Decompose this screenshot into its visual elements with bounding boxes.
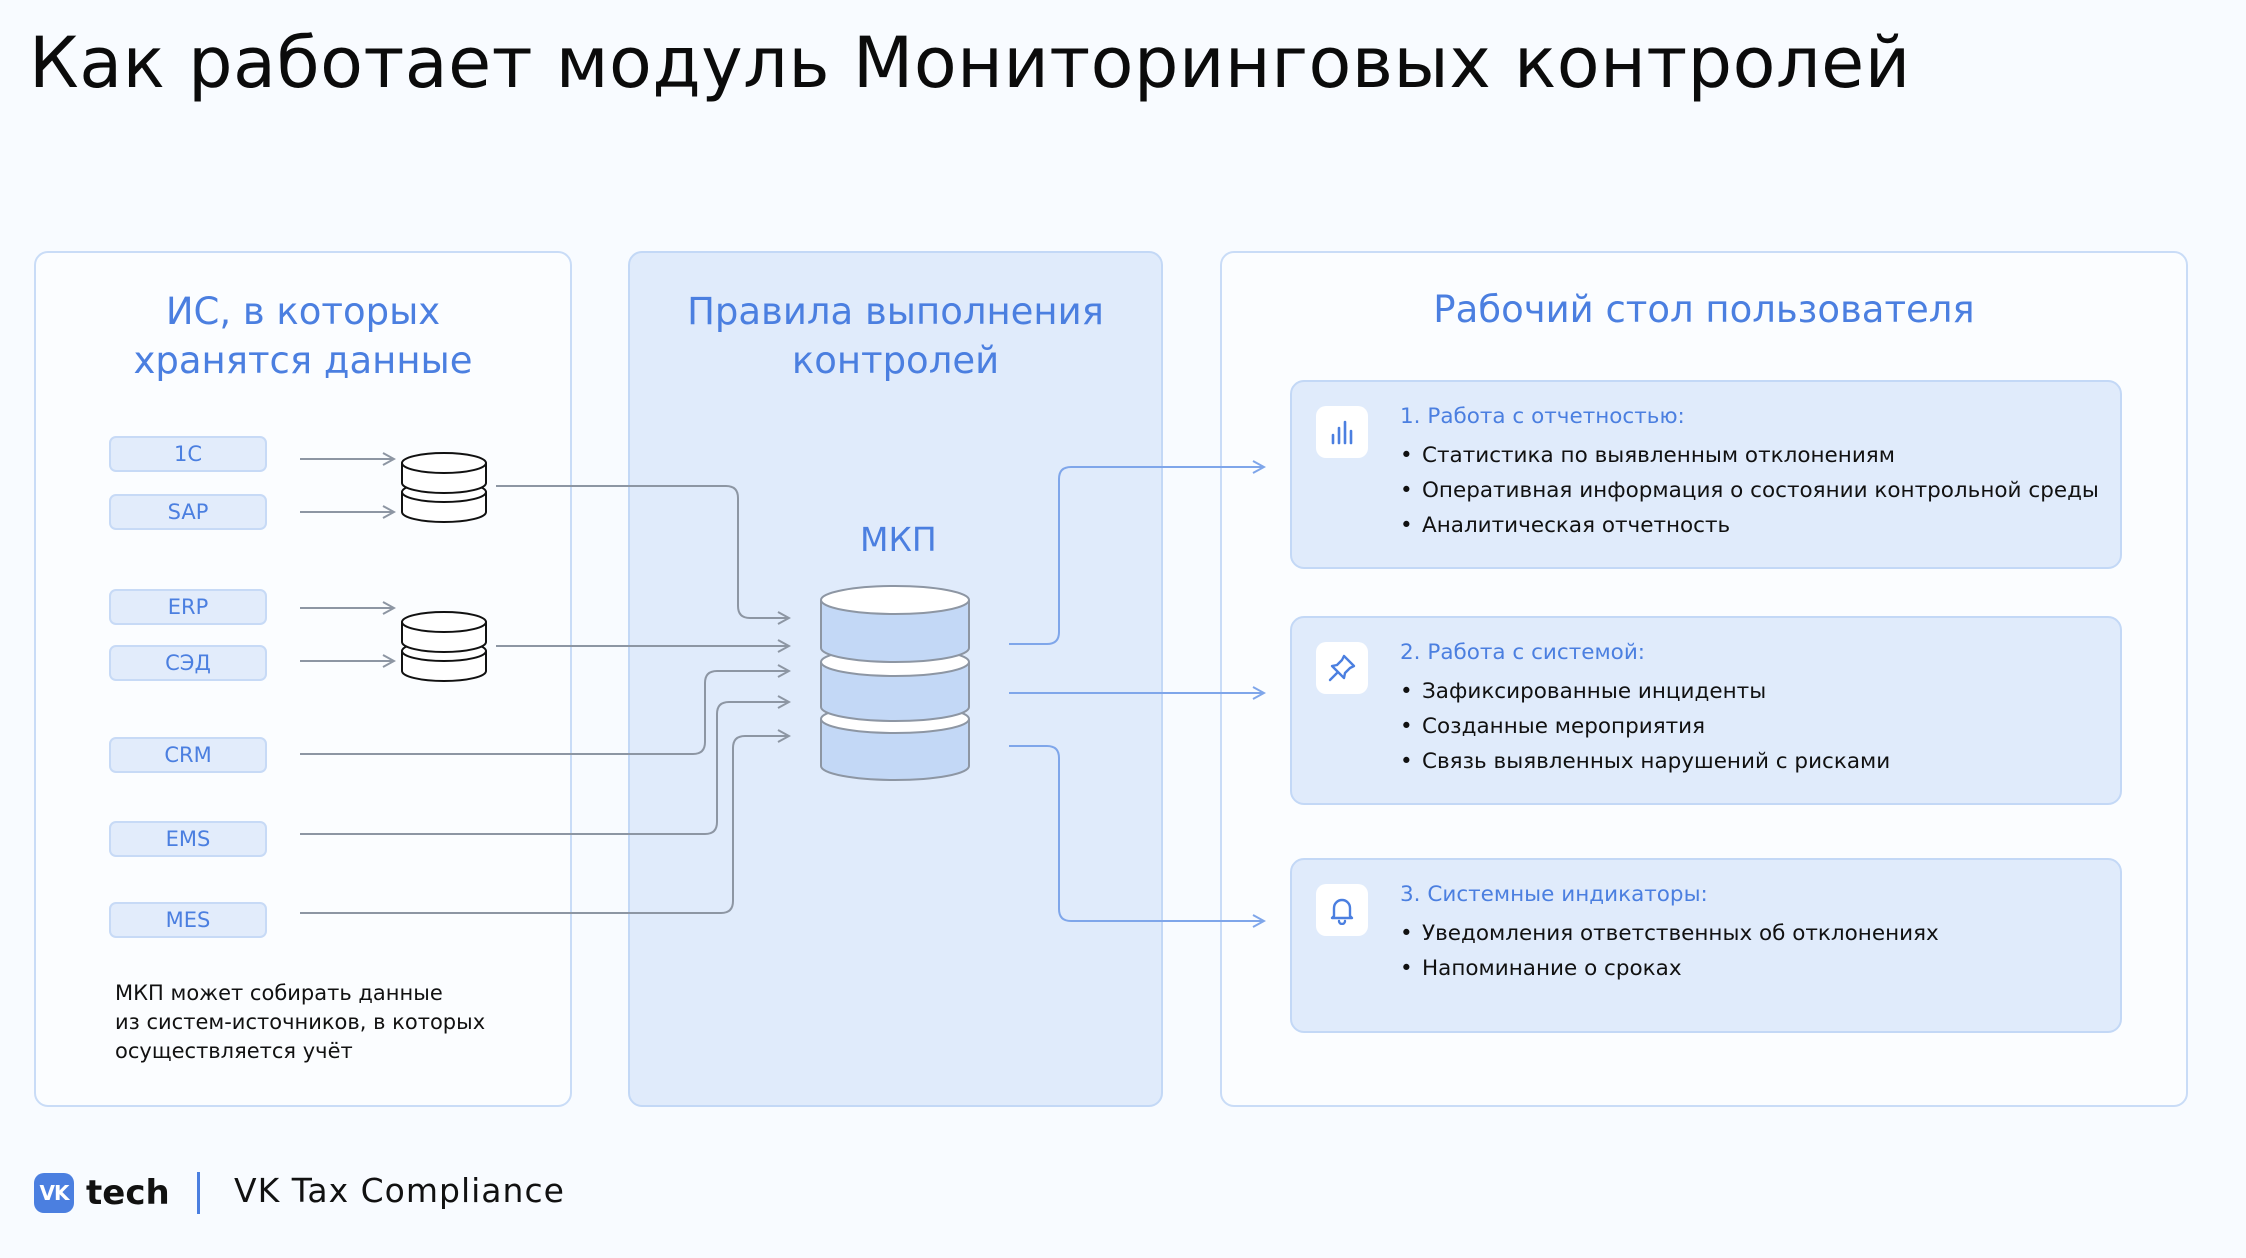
pin-icon	[1316, 642, 1368, 694]
database-icon-small-1	[401, 452, 487, 523]
connector-crm-mkp	[300, 671, 789, 755]
sources-title-line1: ИС, в которых	[165, 290, 441, 333]
vk-tech-logo: VK tech	[34, 1173, 170, 1213]
system-mes: MES	[109, 902, 267, 938]
list-item: Напоминание о сроках	[1400, 951, 1939, 986]
list-item: Аналитическая отчетность	[1400, 508, 2099, 543]
list-item: Уведомления ответственных об отклонениях	[1400, 916, 1939, 951]
list-item: Зафиксированные инциденты	[1400, 674, 1890, 709]
sources-panel: ИС, в которых хранятся данные	[34, 251, 572, 1107]
system-sed: СЭД	[109, 645, 267, 681]
card-indicators: 3. Системные индикаторы: Уведомления отв…	[1290, 858, 2122, 1033]
sources-note: МКП может собирать данные из систем-исто…	[115, 979, 555, 1066]
product-name: VK Tax Compliance	[234, 1171, 565, 1210]
rules-title-line1: Правила выполнения	[687, 290, 1104, 333]
rules-panel-title: Правила выполнения контролей	[630, 287, 1161, 385]
card-indicators-list: Уведомления ответственных об отклонениях…	[1400, 916, 1939, 986]
connector-ems-mkp	[300, 702, 789, 835]
list-item: Статистика по выявленным отклонениям	[1400, 438, 2099, 473]
mkp-database-icon	[820, 585, 970, 781]
card-indicators-heading: 3. Системные индикаторы:	[1400, 882, 1708, 907]
card-reporting: 1. Работа с отчетностью: Статистика по в…	[1290, 380, 2122, 569]
connector-mkp-card3	[1009, 745, 1264, 921]
database-icon-small-2	[401, 611, 487, 682]
system-erp: ERP	[109, 589, 267, 625]
system-ems: EMS	[109, 821, 267, 857]
connector-mkp-card1	[1009, 467, 1264, 645]
card-system: 2. Работа с системой: Зафиксированные ин…	[1290, 616, 2122, 805]
vk-logo-icon: VK	[34, 1173, 74, 1213]
mkp-label: МКП	[860, 520, 937, 559]
desktop-panel-title: Рабочий стол пользователя	[1433, 288, 1975, 331]
card-reporting-list: Статистика по выявленным отклонениям Опе…	[1400, 438, 2099, 543]
footer-divider	[197, 1172, 200, 1214]
list-item: Оперативная информация о состоянии контр…	[1400, 473, 2099, 508]
card-system-list: Зафиксированные инциденты Созданные меро…	[1400, 674, 1890, 779]
sources-note-line2: из систем-источников, в которых	[115, 1010, 486, 1034]
card-reporting-heading: 1. Работа с отчетностью:	[1400, 404, 1685, 429]
connector-db1-mkp	[496, 485, 789, 618]
system-1c: 1С	[109, 436, 267, 472]
rules-title-line2: контролей	[791, 339, 1000, 382]
system-sap: SAP	[109, 494, 267, 530]
list-item: Созданные мероприятия	[1400, 709, 1890, 744]
page-title: Как работает модуль Мониторинговых контр…	[29, 22, 1911, 104]
sources-note-line1: МКП может собирать данные	[115, 981, 443, 1005]
card-system-heading: 2. Работа с системой:	[1400, 640, 1646, 665]
sources-title-line2: хранятся данные	[133, 339, 473, 382]
system-crm: CRM	[109, 737, 267, 773]
bar-chart-icon	[1316, 406, 1368, 458]
sources-panel-title: ИС, в которых хранятся данные	[36, 287, 570, 385]
list-item: Связь выявленных нарушений с рисками	[1400, 744, 1890, 779]
brand-name: tech	[86, 1173, 170, 1213]
sources-note-line3: осуществляется учёт	[115, 1039, 353, 1063]
bell-icon	[1316, 884, 1368, 936]
connector-mes-mkp	[300, 736, 789, 914]
